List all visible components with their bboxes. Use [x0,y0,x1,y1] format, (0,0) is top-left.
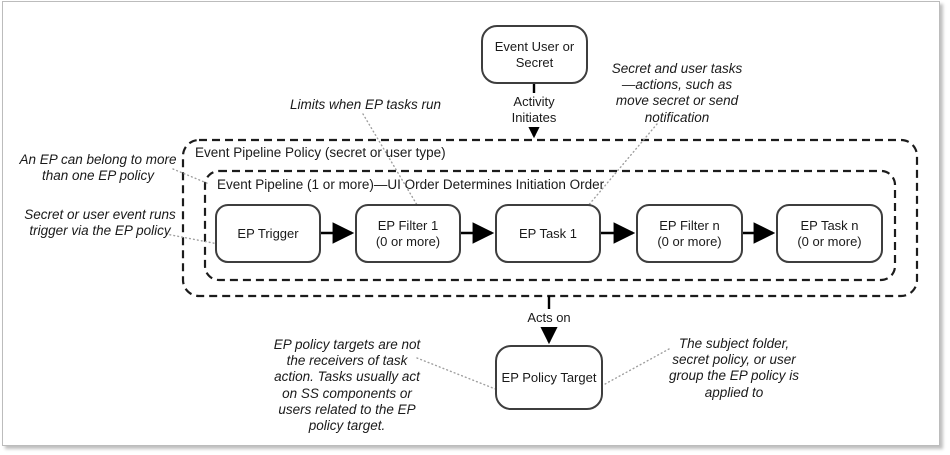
node-event-user-or-secret: Event User or Secret [481,25,588,84]
pipeline-container-label: Event Pipeline (1 or more)—UI Order Dete… [217,177,605,192]
annotation-targets-not-receivers: EP policy targets are not the receivers … [273,337,421,433]
acts-on-label: Acts on [523,309,575,327]
node-ep-task-n: EP Task n (0 or more) [776,204,883,263]
node-label: EP Filter 1 [377,218,439,234]
annotation-subject-folder: The subject folder, secret policy, or us… [668,336,800,400]
node-label: EP Task n [800,218,859,234]
node-label: EP Task 1 [518,225,578,241]
node-label: Event User or Secret [494,39,575,70]
node-ep-filter-1: EP Filter 1 (0 or more) [355,204,461,263]
diagram-page: Event User or Secret Activity Initiates … [2,1,940,446]
node-label: EP Policy Target [501,369,597,385]
node-ep-trigger: EP Trigger [215,204,321,263]
leader-limits [362,113,424,216]
node-label: EP Trigger [237,225,299,241]
node-ep-filter-n: EP Filter n (0 or more) [636,204,743,263]
node-ep-task-1: EP Task 1 [495,204,601,263]
node-ep-policy-target: EP Policy Target [495,345,603,410]
annotation-limits: Limits when EP tasks run [290,97,442,112]
node-sublabel: (0 or more) [657,233,722,249]
policy-container-label: Event Pipeline Policy (secret or user ty… [195,145,446,160]
annotation-event-runs-trigger: Secret or user event runs trigger via th… [24,207,176,239]
node-sublabel: (0 or more) [797,233,862,249]
annotation-secret-user-tasks: Secret and user tasks—actions, such as m… [611,61,743,125]
activity-initiates-label: Activity Initiates [506,93,562,127]
node-sublabel: (0 or more) [375,233,441,249]
node-label: EP Filter n [659,218,720,234]
annotation-ep-belong: An EP can belong to more than one EP pol… [19,152,177,184]
leader-ep-belong [172,168,210,185]
